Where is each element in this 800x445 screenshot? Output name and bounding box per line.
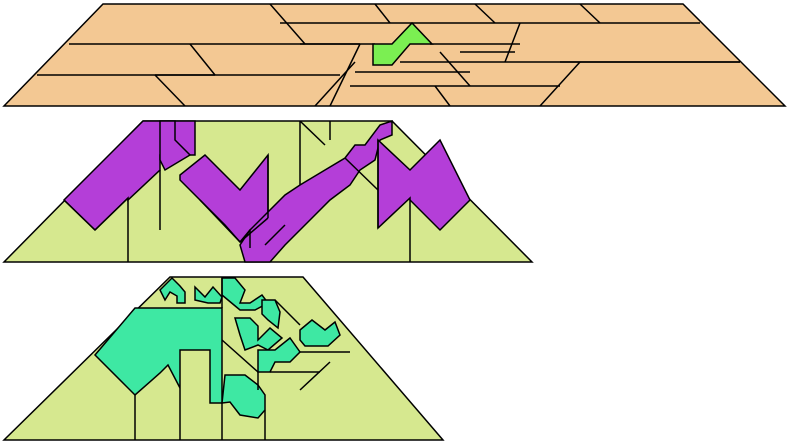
panel-1-tan-trapezoid <box>2 3 787 107</box>
panel-3-dividers <box>134 278 350 440</box>
panel-3-teal-piece-main <box>93 307 223 404</box>
panel-1-dividers <box>37 3 740 107</box>
panel-3-teal-piece-chain-d <box>257 336 301 373</box>
panel-2-dividers <box>63 120 411 262</box>
panel-2-lime-trapezoid <box>2 119 534 263</box>
panel-2-purple-piece-left-inner <box>159 120 192 172</box>
panel-3-teal-piece-right <box>299 319 341 347</box>
panel-3-teal-piece-chain-a <box>221 277 270 311</box>
panel-1-highlight-piece <box>372 21 434 66</box>
panel-3-lime-trapezoid <box>2 276 445 441</box>
panel-3-teal-piece-chain-b <box>233 317 284 351</box>
panel-3-teal-piece-bottom <box>221 374 266 419</box>
panel-3-teal-piece-top-mid <box>194 285 223 304</box>
panel-3-teal-piece-top-left <box>159 276 186 304</box>
panel-3-outline <box>2 276 445 441</box>
panel-2-purple-piece-right <box>377 138 471 232</box>
